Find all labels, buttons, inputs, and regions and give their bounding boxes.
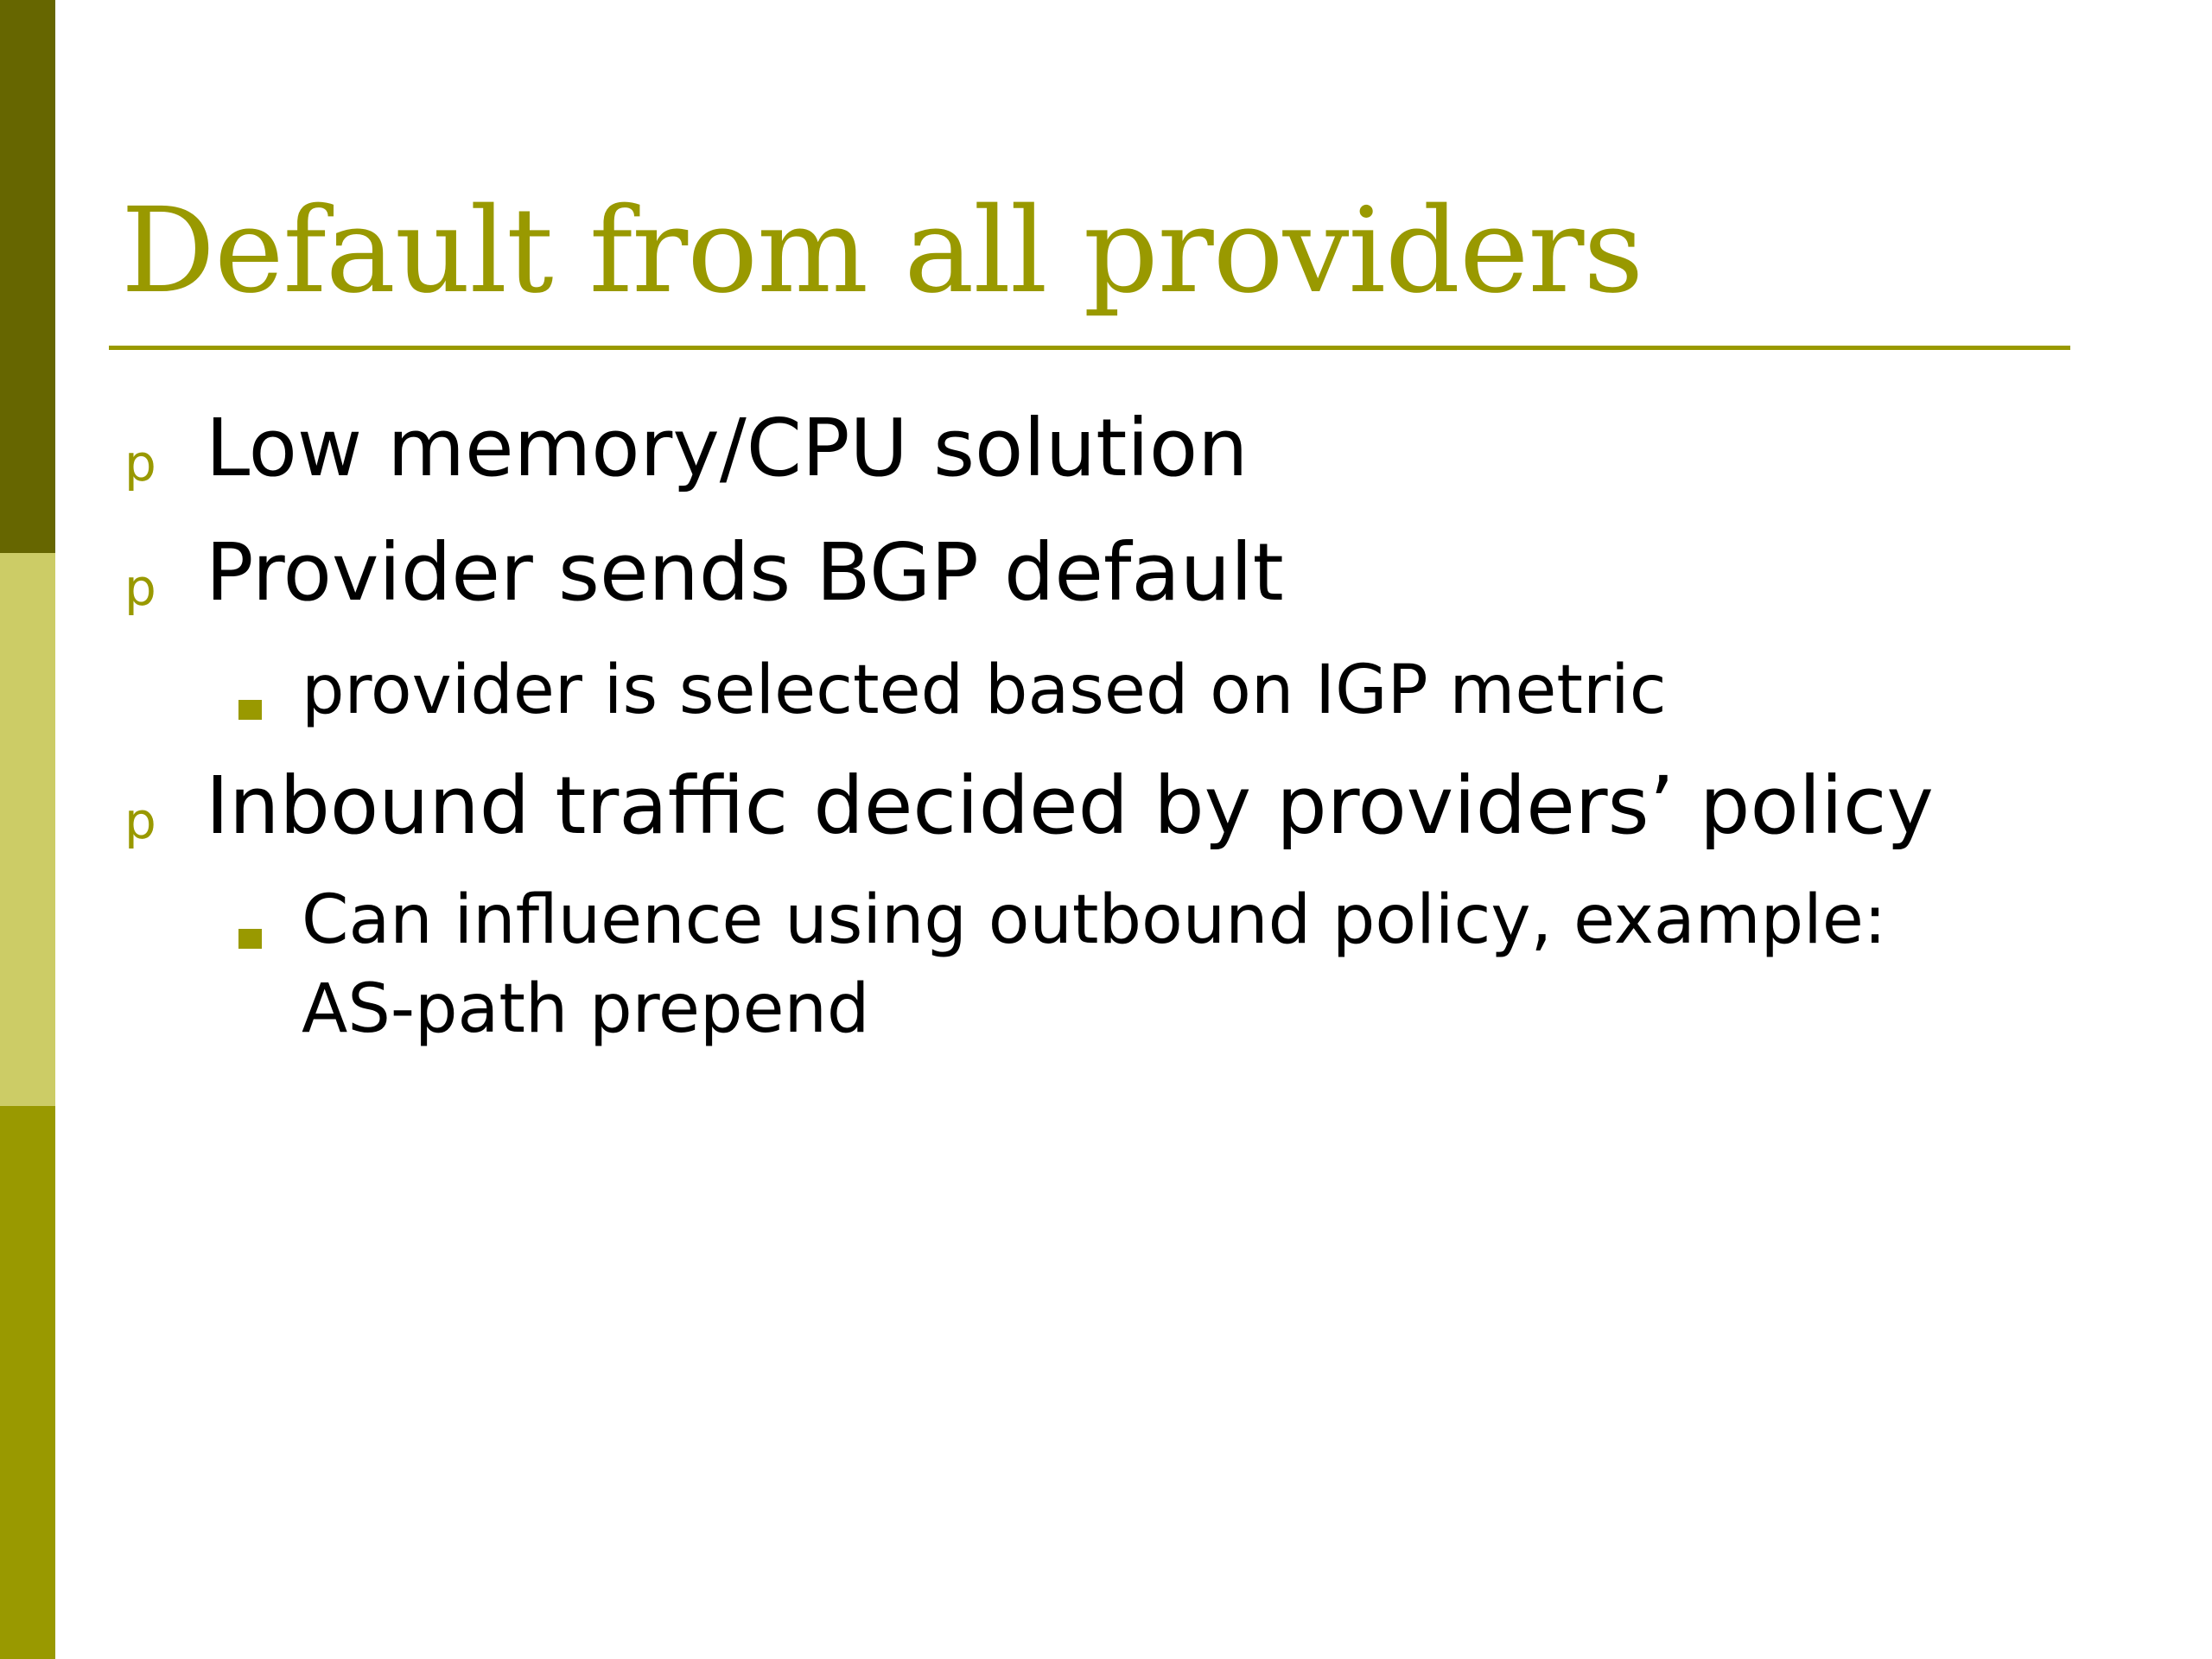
bullet-inbound-traffic: Inbound traffic decided by providers’ po… [206, 760, 1934, 852]
sub-bullet-line: AS-path prepend [302, 969, 870, 1048]
square-bullet-icon [238, 700, 262, 720]
bullet-marker: p [124, 791, 156, 850]
bullet-low-memory: Low memory/CPU solution [206, 402, 1249, 494]
sidebar-stripe-dark [0, 0, 55, 553]
bullet-marker: p [124, 434, 156, 493]
sidebar-stripe-light [0, 553, 55, 1106]
slide-title: Default from all providers [121, 183, 1643, 320]
bullet-marker: p [124, 558, 156, 617]
sub-bullet-igp-metric: provider is selected based on IGP metric [302, 652, 1667, 729]
title-underline [109, 346, 2070, 350]
square-bullet-icon [238, 929, 262, 949]
sidebar-stripe-olive [0, 1106, 55, 1659]
sub-bullet-outbound-policy: Can influence using outbound policy, exa… [302, 876, 1886, 1054]
sub-bullet-line: Can influence using outbound policy, exa… [302, 881, 1887, 959]
bullet-provider-default: Provider sends BGP default [206, 526, 1284, 619]
